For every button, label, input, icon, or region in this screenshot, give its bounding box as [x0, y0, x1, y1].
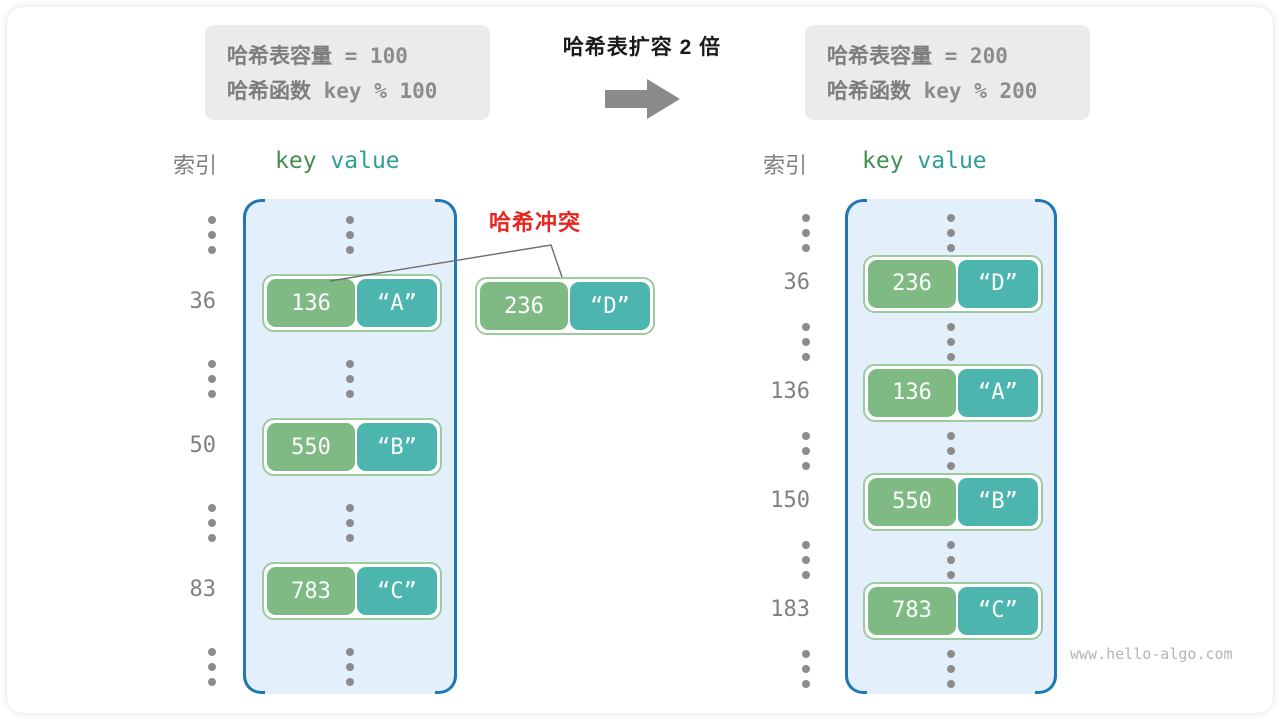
after-function-line: 哈希函数 key % 200	[827, 74, 1068, 109]
index-ellipsis	[208, 360, 216, 398]
watermark: www.hello-algo.com	[1070, 645, 1233, 663]
before-capacity-value: = 100	[332, 44, 408, 68]
pair-key: 136	[868, 368, 956, 417]
key-value-pair: 550“B”	[262, 418, 442, 476]
collision-label: 哈希冲突	[489, 210, 582, 235]
index-label: 83	[189, 577, 217, 602]
index-label: 36	[783, 269, 811, 295]
bucket-ellipsis	[346, 504, 354, 542]
bucket-ellipsis	[947, 323, 955, 361]
key-value-pair: 783“C”	[863, 581, 1043, 640]
index-ellipsis	[208, 648, 216, 686]
after-info-box: 哈希表容量 = 200 哈希函数 key % 200	[805, 25, 1090, 120]
after-function-label: 哈希函数	[827, 80, 911, 103]
index-ellipsis	[802, 214, 810, 252]
bucket-ellipsis	[346, 648, 354, 686]
after-kv-header: key value	[862, 148, 987, 174]
key-value-pair: 136“A”	[863, 363, 1043, 422]
index-label: 150	[770, 487, 810, 513]
index-ellipsis	[208, 504, 216, 542]
before-function-line: 哈希函数 key % 100	[227, 74, 468, 109]
pair-key: 783	[267, 567, 355, 615]
index-ellipsis	[802, 432, 810, 470]
index-ellipsis	[802, 323, 810, 361]
before-key-header: key	[275, 148, 317, 174]
key-value-pair: 136“A”	[262, 274, 442, 332]
before-index-header: 索引	[173, 153, 218, 178]
after-value-header: value	[917, 148, 987, 174]
index-ellipsis	[802, 541, 810, 579]
before-value-header: value	[330, 148, 400, 174]
before-kv-header: key value	[275, 148, 400, 174]
pair-value: “C”	[958, 586, 1038, 635]
pair-key: 783	[868, 586, 956, 635]
index-label: 136	[770, 378, 810, 404]
index-label: 183	[770, 596, 810, 622]
colliding-pair-key: 236	[480, 282, 568, 330]
bucket-ellipsis	[947, 650, 955, 688]
outer-frame	[7, 7, 1273, 713]
key-value-pair: 236“D”	[863, 254, 1043, 313]
index-ellipsis	[208, 216, 216, 254]
bucket-ellipsis	[346, 360, 354, 398]
before-function-label: 哈希函数	[227, 80, 311, 103]
colliding-pair: 236 “D”	[475, 277, 655, 335]
bucket-ellipsis	[947, 541, 955, 579]
index-ellipsis	[802, 650, 810, 688]
pair-value: “B”	[958, 477, 1038, 526]
before-function-value: key % 100	[311, 79, 438, 103]
pair-key: 550	[267, 423, 355, 471]
after-key-header: key	[862, 148, 904, 174]
right-block-arrow-icon	[605, 79, 680, 119]
after-function-value: key % 200	[911, 79, 1038, 103]
after-index-header: 索引	[763, 153, 808, 178]
key-value-pair: 783“C”	[262, 562, 442, 620]
after-capacity-value: = 200	[932, 44, 1008, 68]
after-capacity-label: 哈希表容量	[827, 45, 932, 68]
colliding-pair-value: “D”	[570, 282, 650, 330]
pair-value: “D”	[958, 259, 1038, 308]
expand-caption: 哈希表扩容 2 倍	[562, 36, 722, 59]
before-info-box: 哈希表容量 = 100 哈希函数 key % 100	[205, 25, 490, 120]
before-capacity-label: 哈希表容量	[227, 45, 332, 68]
index-label: 50	[189, 433, 217, 458]
pair-value: “B”	[357, 423, 437, 471]
pair-key: 136	[267, 279, 355, 327]
pair-value: “A”	[357, 279, 437, 327]
bucket-ellipsis	[346, 216, 354, 254]
bucket-ellipsis	[947, 214, 955, 252]
pair-key: 550	[868, 477, 956, 526]
pair-value: “A”	[958, 368, 1038, 417]
key-value-pair: 550“B”	[863, 472, 1043, 531]
bucket-ellipsis	[947, 432, 955, 470]
after-capacity-line: 哈希表容量 = 200	[827, 39, 1068, 74]
pair-value: “C”	[357, 567, 437, 615]
index-label: 36	[189, 289, 217, 314]
before-capacity-line: 哈希表容量 = 100	[227, 39, 468, 74]
pair-key: 236	[868, 259, 956, 308]
